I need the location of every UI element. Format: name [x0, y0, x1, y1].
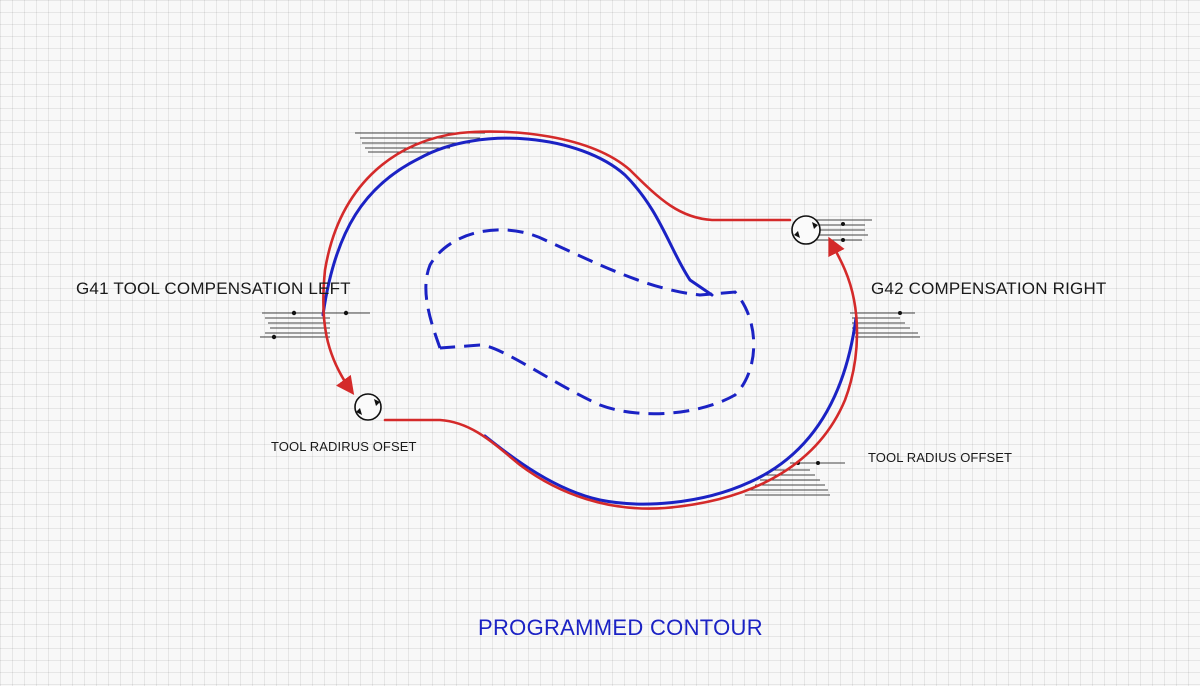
- tool-circle-left: [354, 393, 382, 421]
- hatch-right: [850, 312, 920, 338]
- hatch-bottom-right: [745, 462, 845, 496]
- tool-radius-offset-left-label: TOOL RADIRUS OFSET: [271, 439, 417, 454]
- programmed-contour-inner-dashed: [424, 228, 756, 416]
- tool-circle-right: [791, 215, 821, 245]
- hatch-right-dots: [898, 311, 902, 315]
- hatch-left: [260, 312, 370, 338]
- tool-path-right: [383, 236, 859, 510]
- programmed-contour-right: [483, 316, 858, 506]
- tool-path-left: [322, 130, 792, 392]
- programmed-contour-label: PROGRAMMED CONTOUR: [478, 615, 763, 640]
- hatch-left-dots: [271, 310, 349, 340]
- g42-label: G42 COMPENSATION RIGHT: [871, 279, 1107, 298]
- g41-label: G41 TOOL COMPENSATION LEFT: [76, 279, 351, 298]
- hatch-top-right-dots: [841, 222, 845, 242]
- programmed-contour-outer: [321, 136, 714, 317]
- tool-radius-offset-right-label: TOOL RADIUS OFFSET: [868, 450, 1013, 465]
